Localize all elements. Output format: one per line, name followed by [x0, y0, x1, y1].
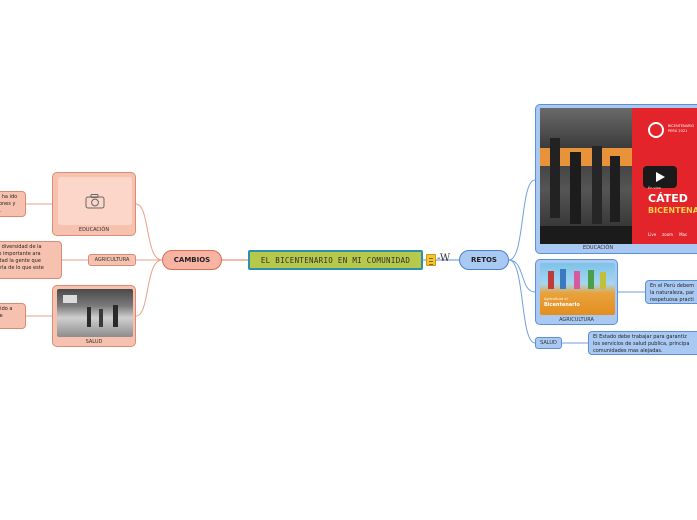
cambios-salud-card[interactable]: SALUD	[52, 285, 136, 347]
agricultura-image: Agricultura al Bicentenario	[540, 263, 615, 315]
cambios-educacion-card[interactable]: EDUCACIÓN	[52, 172, 136, 236]
camera-icon	[85, 194, 105, 209]
link-cambios-educacion	[135, 203, 163, 261]
cambios-salud-text[interactable]: bido a se	[0, 303, 26, 329]
central-topic[interactable]: EL BICENTENARIO EN MI COMUNIDAD	[248, 250, 423, 270]
retos-agricultura-card[interactable]: Agricultura al Bicentenario AGRICULTURA	[535, 259, 618, 325]
platform-live: Live	[648, 232, 657, 237]
play-icon	[656, 172, 665, 182]
topic-retos-label: RETOS	[471, 256, 497, 264]
heading-bicentenario: BICENTENA	[648, 206, 697, 215]
brand-line2: PERÚ 2021	[668, 129, 688, 133]
live-label: En vivo	[648, 186, 661, 190]
agricultura-image-line1: Agricultura al	[544, 297, 568, 301]
retos-salud-node[interactable]: SALUD	[535, 337, 562, 349]
link-retos-salud	[508, 259, 536, 344]
wikipedia-icon[interactable]: -W	[437, 253, 451, 264]
link-retos-agricultura	[508, 259, 536, 293]
link-retos-educacion	[508, 179, 536, 261]
topic-cambios-label: CAMBIOS	[173, 256, 211, 264]
platform-zoom: zoom	[662, 232, 674, 237]
cambios-agricultura-label: AGRICULTURA	[94, 257, 130, 263]
image-caption: Mac	[679, 232, 688, 237]
central-topic-label: EL BICENTENARIO EN MI COMUNIDAD	[260, 255, 411, 265]
retos-educacion-card[interactable]: BICENTENARIO PERÚ 2021 CÁTED BICENTENA L…	[535, 104, 697, 254]
salud-photo	[57, 289, 133, 337]
cambios-educacion-label: EDUCACIÓN	[78, 227, 110, 233]
cambios-salud-label: SALUD	[85, 339, 103, 345]
agricultura-image-line2: Bicentenario	[544, 302, 580, 308]
link-cambios-salud	[135, 259, 163, 317]
note-icon[interactable]	[426, 254, 436, 266]
camera-placeholder	[58, 177, 132, 225]
retos-educacion-label: EDUCACIÓN	[582, 245, 614, 251]
retos-salud-label: SALUD	[540, 340, 557, 346]
cambios-agricultura-node[interactable]: AGRICULTURA	[88, 254, 136, 266]
brand-line1: BICENTENARIO	[668, 124, 695, 128]
retos-salud-text[interactable]: El Estado debe trabajar para garantiz lo…	[588, 331, 697, 355]
play-button[interactable]	[643, 166, 677, 188]
cambios-agricultura-text[interactable]: a diversidad de la io importante ara ida…	[0, 241, 62, 279]
retos-agricultura-label: AGRICULTURA	[559, 317, 594, 323]
topic-cambios[interactable]: CAMBIOS	[162, 250, 222, 270]
topic-retos[interactable]: RETOS	[459, 250, 509, 270]
heading-catedra: CÁTED	[648, 192, 688, 205]
retos-agricultura-text[interactable]: En el Perú debem la naturaleza, par resp…	[645, 280, 697, 304]
catedra-bicentenario-image: BICENTENARIO PERÚ 2021 CÁTED BICENTENA L…	[540, 108, 697, 244]
cambios-educacion-text[interactable]: n ha ido rones y d.	[0, 191, 26, 217]
